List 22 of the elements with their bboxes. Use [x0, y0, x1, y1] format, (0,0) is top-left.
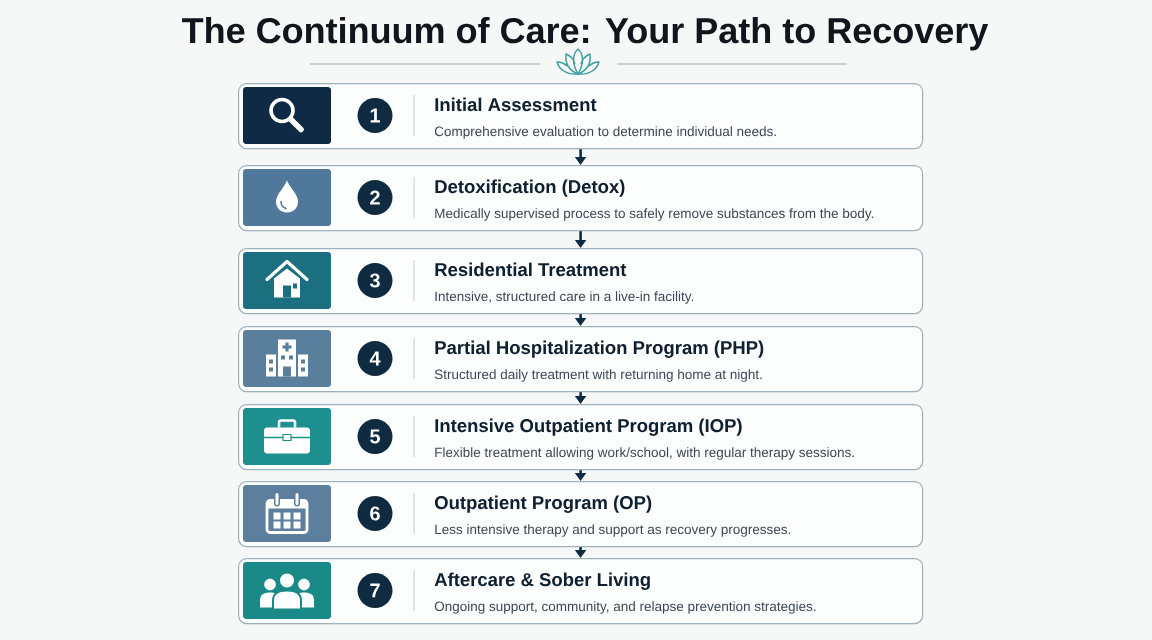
number-badge: 7 [357, 573, 393, 608]
number-badge: 2 [357, 180, 393, 215]
step-description: Comprehensive evaluation to determine individual needs. [434, 126, 776, 139]
title: The Continuum of Care: Your Path to Recovery [182, 16, 989, 51]
number-badge: 4 [357, 341, 393, 376]
number-badge: 6 [357, 496, 393, 531]
step-title: Detoxification (Detox) [435, 179, 625, 197]
step-title: Aftercare & Sober Living [434, 572, 650, 590]
step-description: Structured daily treatment with returning home at night. [434, 369, 762, 382]
number-badge: 3 [357, 263, 393, 298]
step-title: Outpatient Program (OP) [434, 495, 652, 513]
step-title: Initial Assessment [435, 97, 597, 112]
step-title: Residential Treatment [435, 262, 627, 277]
step-description: Medically supervised process to safely remove substances from the body. [435, 208, 874, 221]
number-badge: 1 [357, 98, 393, 133]
step-description: Ongoing support, community, and relapse prevention strategies. [434, 601, 816, 614]
step-title: Intensive Outpatient Program (IOP) [435, 418, 742, 436]
number-badge: 5 [357, 419, 393, 454]
step-title: Partial Hospitalization Program (PHP) [435, 340, 764, 358]
step-description: Flexible treatment allowing work/school, with regular therapy sessions. [435, 447, 854, 460]
step-description: Intensive, structured care in a live-in facility. [435, 291, 694, 304]
step-description: Less intensive therapy and support as recovery progresses. [435, 524, 791, 537]
